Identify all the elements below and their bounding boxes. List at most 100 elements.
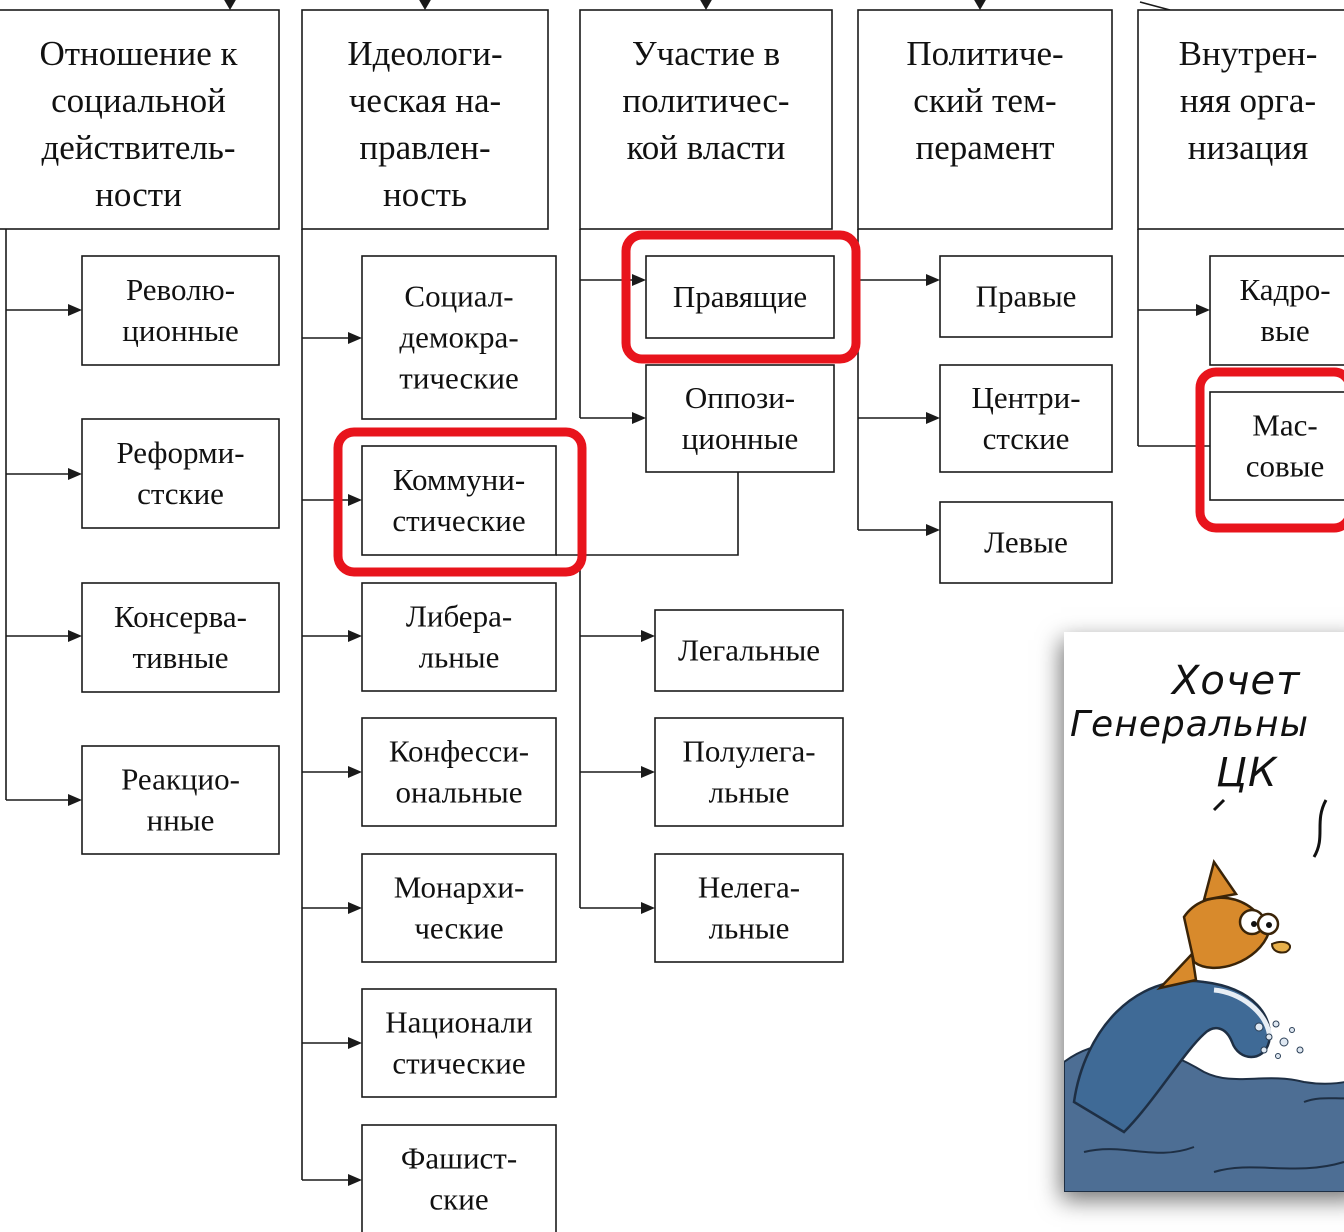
arrowhead-icon bbox=[348, 766, 362, 778]
category-box: Оппози-ционные bbox=[645, 364, 835, 473]
category-box: Фашист-ские bbox=[361, 1124, 557, 1232]
category-box: Монархи-ческие bbox=[361, 853, 557, 963]
connector-lines bbox=[5, 0, 1210, 1186]
arrowhead-icon bbox=[632, 412, 646, 424]
category-box-line: Социал- bbox=[404, 278, 513, 313]
arrowhead-icon bbox=[632, 274, 646, 286]
category-box-line: Конфесси- bbox=[389, 733, 529, 768]
category-box-line: тические bbox=[399, 360, 518, 395]
category-box-line: Национали bbox=[385, 1004, 533, 1039]
arrowhead-icon bbox=[419, 0, 431, 10]
connector-link bbox=[1139, 1, 1171, 11]
arrowhead-icon bbox=[348, 902, 362, 914]
column-header-line: кой власти bbox=[627, 128, 786, 167]
category-box-line: Мас- bbox=[1252, 407, 1317, 442]
category-box: Национали стические bbox=[361, 988, 557, 1098]
category-box-line: нные bbox=[147, 802, 215, 837]
highlight-frame bbox=[621, 230, 861, 364]
arrowhead-icon bbox=[641, 902, 655, 914]
column-header-line: действитель- bbox=[41, 128, 235, 167]
column-header-line: ности bbox=[95, 175, 182, 214]
arrowhead-icon bbox=[68, 794, 82, 806]
category-box: Конфесси-ональные bbox=[361, 717, 557, 827]
legality-box-line: льные bbox=[709, 774, 790, 809]
category-box-line: Реакцио- bbox=[121, 761, 240, 796]
fish-icon bbox=[1156, 859, 1291, 991]
arrowhead-icon bbox=[926, 412, 940, 424]
column-header-line: Политиче- bbox=[906, 34, 1063, 73]
connector-link bbox=[556, 472, 739, 556]
arrowhead-icon bbox=[348, 332, 362, 344]
category-box-line: ческие bbox=[414, 910, 503, 945]
arrowhead-icon bbox=[68, 304, 82, 316]
legality-box: Легальные bbox=[654, 609, 844, 692]
category-box: Револю-ционные bbox=[81, 255, 280, 366]
category-box-line: Револю- bbox=[126, 272, 235, 307]
category-box-line: Правые bbox=[976, 278, 1077, 313]
column-header-line: перамент bbox=[915, 128, 1054, 167]
category-box-line: стические bbox=[392, 1045, 525, 1080]
category-box-line: стические bbox=[392, 503, 525, 538]
arrowhead-icon bbox=[1196, 304, 1210, 316]
category-box-line: стские bbox=[983, 421, 1070, 456]
cartoon-caption-line-1: Хочет bbox=[1172, 658, 1301, 704]
category-box: Реакцио-нные bbox=[81, 745, 280, 855]
category-box: Социал-демокра-тические bbox=[361, 255, 557, 420]
category-box-line: ские bbox=[429, 1181, 488, 1216]
legality-box-line: Нелега- bbox=[698, 869, 800, 904]
cartoon-image: Хочет Генеральны ЦК bbox=[1064, 632, 1344, 1192]
category-box-line: Центри- bbox=[971, 380, 1080, 415]
category-box: Кадро-вые bbox=[1209, 255, 1344, 366]
arrowhead-icon bbox=[641, 630, 655, 642]
category-box-line: Оппози- bbox=[685, 380, 795, 415]
cartoon-drawing bbox=[1064, 798, 1344, 1192]
column-header: Идеологи-ческая на-правлен-ность bbox=[301, 9, 549, 230]
column-header-line: Отношение к bbox=[39, 34, 238, 73]
category-box-line: ционные bbox=[122, 313, 238, 348]
category-box-line: Коммуни- bbox=[393, 462, 525, 497]
legality-box: Полулега-льные bbox=[654, 717, 844, 827]
category-box: Либера-льные bbox=[361, 582, 557, 692]
category-box: Мас-совые bbox=[1209, 391, 1344, 501]
column-header: Политиче-ский тем-перамент bbox=[857, 9, 1113, 230]
category-box: Левые bbox=[939, 501, 1113, 584]
category-box: Коммуни-стические bbox=[361, 445, 557, 556]
column-header-line: ческая на- bbox=[349, 81, 501, 120]
category-box-line: ционные bbox=[682, 421, 798, 456]
category-box: Центри-стские bbox=[939, 364, 1113, 473]
arrowhead-icon bbox=[926, 524, 940, 536]
cartoon-caption-line-2: Генеральны bbox=[1070, 704, 1309, 745]
column-header-line: правлен- bbox=[359, 128, 490, 167]
legality-box-line: льные bbox=[709, 910, 790, 945]
category-box-line: Монархи- bbox=[394, 869, 525, 904]
arrowhead-icon bbox=[224, 0, 236, 10]
category-box: Правящие bbox=[645, 255, 835, 339]
column-header-line: Идеологи- bbox=[347, 34, 502, 73]
highlight-frames bbox=[333, 230, 1344, 577]
category-box-line: ональные bbox=[396, 774, 523, 809]
arrowhead-icon bbox=[926, 274, 940, 286]
category-box-line: Кадро- bbox=[1239, 272, 1330, 307]
column-header-line: ность bbox=[383, 175, 467, 214]
classification-boxes: Отношение ксоциальнойдействитель-ностиРе… bbox=[0, 9, 1344, 1232]
category-box-line: Фашист- bbox=[401, 1140, 517, 1175]
category-box-line: Левые bbox=[984, 524, 1068, 559]
arrowhead-icon bbox=[700, 0, 712, 10]
category-box: Реформи-стские bbox=[81, 418, 280, 529]
column-header-line: ский тем- bbox=[913, 81, 1056, 120]
category-box-line: льные bbox=[419, 639, 500, 674]
column-header-line: низация bbox=[1188, 128, 1308, 167]
category-box: Правые bbox=[939, 255, 1113, 338]
column-header-line: Внутрен- bbox=[1179, 34, 1318, 73]
category-box-line: демокра- bbox=[399, 319, 518, 354]
column-header-line: политичес- bbox=[622, 81, 789, 120]
arrowhead-icon bbox=[68, 630, 82, 642]
legality-box-line: Легальные bbox=[678, 632, 820, 667]
category-box-line: Консерва- bbox=[114, 599, 247, 634]
legality-box: Нелега-льные bbox=[654, 853, 844, 963]
category-box-line: тивные bbox=[133, 640, 229, 675]
category-box-line: Либера- bbox=[406, 598, 512, 633]
column-header-line: няя орга- bbox=[1180, 81, 1316, 120]
